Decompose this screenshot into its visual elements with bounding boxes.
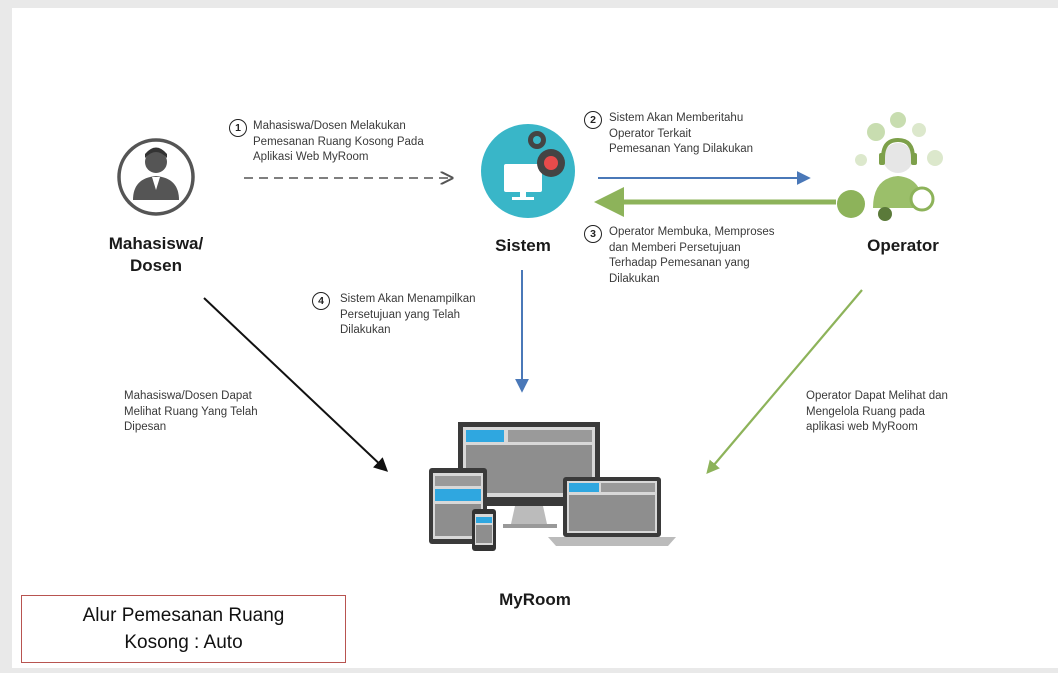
step-4-text: Sistem Akan Menampilkan Persetujuan yang…	[340, 293, 476, 336]
step-2-text: Sistem Akan Memberitahu Operator Terkait…	[609, 112, 754, 155]
operator-label: Operator	[867, 236, 939, 255]
diagram-title: Alur Pemesanan Ruang Kosong : Auto	[21, 595, 346, 663]
operator-headset-icon	[837, 112, 943, 221]
responsive-devices-icon	[429, 422, 676, 551]
step-2-number: 2	[584, 111, 602, 129]
step-3-text: Operator Membuka, Memproses dan Memberi …	[609, 226, 775, 285]
monitor-gears-icon	[481, 124, 575, 218]
student-label: Mahasiswa/ Dosen	[108, 234, 204, 275]
step-3-number: 3	[584, 225, 602, 243]
system-label: Sistem	[495, 236, 551, 255]
student-note: Mahasiswa/Dosen Dapat Melihat Ruang Yang…	[124, 390, 258, 433]
user-avatar-icon	[117, 138, 195, 216]
diagram-canvas	[12, 8, 1058, 668]
myroom-label: MyRoom	[499, 590, 571, 609]
step-4-number: 4	[312, 292, 330, 310]
arrow-operator-to-myroom	[706, 289, 863, 475]
operator-note: Operator Dapat Melihat dan Mengelola Rua…	[806, 390, 948, 433]
arrow-student-to-myroom	[203, 297, 389, 472]
step-1-text: Mahasiswa/Dosen Melakukan Pemesanan Ruan…	[253, 120, 424, 163]
step-1-number: 1	[229, 119, 247, 137]
